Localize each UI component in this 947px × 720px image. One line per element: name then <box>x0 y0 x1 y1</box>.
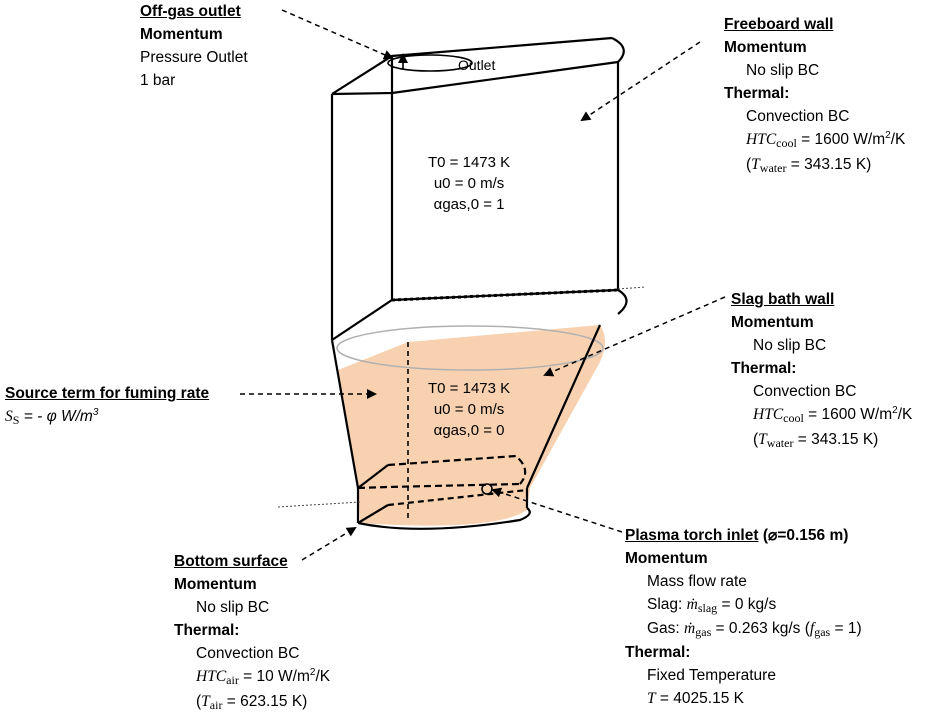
bottom-thermal-bc: Convection BC <box>196 645 300 662</box>
plasma-slag-flow: Slag: ṁslag = 0 kg/s <box>647 596 777 615</box>
slag-surface-ellipse <box>336 325 604 371</box>
plasma-thermal: Thermal: <box>625 644 691 661</box>
offgas-line1: Pressure Outlet <box>140 49 248 66</box>
plasma-momentum: Momentum <box>625 550 708 567</box>
plasma-annotation: Plasma torch inlet (⌀=0.156 m) Momentum … <box>625 524 862 710</box>
plasma-mass-flow: Mass flow rate <box>647 573 747 590</box>
leader-bottom <box>301 526 357 561</box>
slag-bath-region <box>338 325 605 526</box>
bottom-momentum-bc: No slip BC <box>196 599 270 616</box>
plasma-diameter: (⌀=0.156 m) <box>758 527 849 544</box>
bottom-momentum: Momentum <box>174 576 257 593</box>
freeboard-htc: HTCcool = 1600 W/m2/K <box>746 130 906 150</box>
slag-bath-outline <box>330 324 602 530</box>
slagwall-momentum: Momentum <box>731 314 814 331</box>
slag-alpha: αgas,0 = 0 <box>433 422 505 439</box>
offgas-momentum: Momentum <box>140 26 223 43</box>
freeboard-thermal: Thermal: <box>724 85 790 102</box>
leader-offgas <box>281 9 394 60</box>
slag-temp: T0 = 1473 K <box>428 380 511 397</box>
leader-freeboard <box>580 41 701 122</box>
plasma-title: Plasma torch inlet <box>625 527 759 544</box>
bottom-tair: (Tair = 623.15 K) <box>196 693 308 712</box>
bottom-thermal: Thermal: <box>174 622 240 639</box>
source-annotation: Source term for fuming rate SS = - φ W/m… <box>5 382 209 430</box>
plasma-title-row: Plasma torch inlet (⌀=0.156 m) <box>625 524 862 547</box>
source-equation: SS = - φ W/m3 <box>5 407 99 427</box>
leader-arrows <box>240 9 726 561</box>
slagwall-thermal-bc: Convection BC <box>753 383 857 400</box>
slagwall-momentum-bc: No slip BC <box>753 337 827 354</box>
slagwall-twater: (Twater = 343.15 K) <box>753 431 879 450</box>
ref-line-left <box>277 501 361 508</box>
slagwall-title: Slag bath wall <box>731 291 835 308</box>
outlet-label: Outlet <box>458 57 496 73</box>
slag-velocity: u0 = 0 m/s <box>433 401 505 418</box>
offgas-annotation: Off-gas outlet Momentum Pressure Outlet … <box>140 0 248 92</box>
leader-plasma <box>491 487 623 533</box>
freeboard-thermal-bc: Convection BC <box>746 108 850 125</box>
slagwall-annotation: Slag bath wall Momentum No slip BC Therm… <box>731 288 912 452</box>
bottom-title: Bottom surface <box>174 553 288 570</box>
slagwall-htc: HTCcool = 1600 W/m2/K <box>753 405 913 425</box>
offgas-title: Off-gas outlet <box>140 3 241 20</box>
freeboard-annotation: Freeboard wall Momentum No slip BC Therm… <box>724 13 905 177</box>
freeboard-conditions: T0 = 1473 K u0 = 0 m/s αgas,0 = 1 <box>428 152 510 215</box>
plasma-gas-flow: Gas: ṁgas = 0.263 kg/s (fgas = 1) <box>647 620 862 639</box>
bottom-annotation: Bottom surface Momentum No slip BC Therm… <box>174 550 330 714</box>
freeboard-title: Freeboard wall <box>724 16 834 33</box>
source-title: Source term for fuming rate <box>5 385 210 402</box>
freeboard-temp: T0 = 1473 K <box>428 154 511 171</box>
outlet-ellipse <box>387 54 473 72</box>
freeboard-momentum: Momentum <box>724 39 807 56</box>
bottom-htc: HTCair = 10 W/m2/K <box>196 667 331 687</box>
freeboard-twater: (Twater = 343.15 K) <box>746 156 872 175</box>
freeboard-alpha: αgas,0 = 1 <box>433 196 505 213</box>
slagwall-thermal: Thermal: <box>731 360 797 377</box>
offgas-line2: 1 bar <box>140 72 176 89</box>
ref-line-right <box>617 286 646 290</box>
leader-slagwall <box>543 296 726 377</box>
freeboard-momentum-bc: No slip BC <box>746 62 820 79</box>
plasma-fixed-temp: Fixed Temperature <box>647 667 776 684</box>
plasma-temp-value: T = 4025.15 K <box>647 690 744 707</box>
freeboard-velocity: u0 = 0 m/s <box>433 175 505 192</box>
slag-conditions: T0 = 1473 K u0 = 0 m/s αgas,0 = 0 <box>428 378 510 441</box>
